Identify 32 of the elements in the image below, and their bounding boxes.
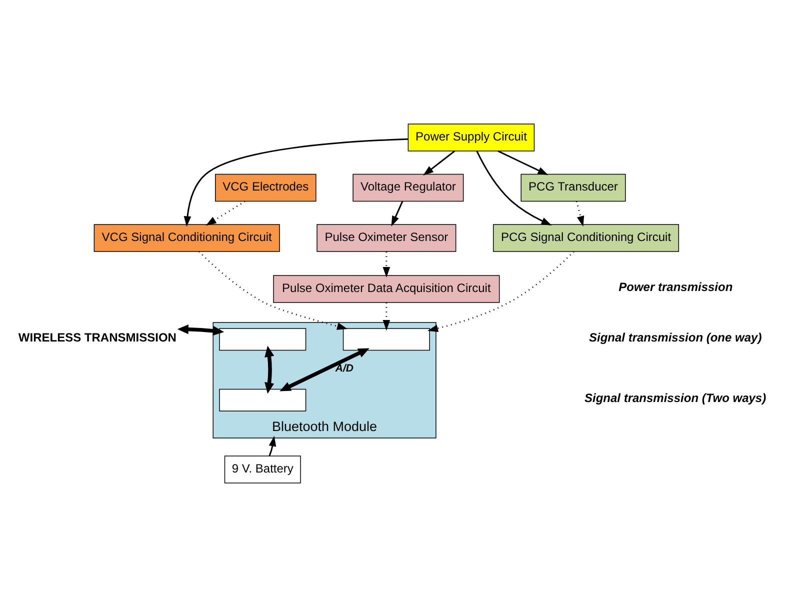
arrow <box>498 150 548 175</box>
node-box: Power Supply Circuit <box>408 123 535 151</box>
arrow <box>198 250 348 330</box>
node-box <box>219 328 306 350</box>
node-box: Pulse Oximeter Data Acquisition Circuit <box>273 274 500 302</box>
node-box: VCG Electrodes <box>215 173 316 202</box>
arrow <box>427 250 574 332</box>
edge-label: A/D <box>335 362 354 374</box>
node-box: Pulse Oximeter Sensor <box>316 224 456 252</box>
arrow <box>264 345 274 394</box>
arrow <box>268 435 276 456</box>
legend-label: Power transmission <box>618 280 733 294</box>
node-box: VCG Signal Conditioning Circuit <box>94 224 280 252</box>
node-box: PCG Transducer <box>520 173 626 202</box>
arrow <box>382 302 390 330</box>
node-text: WIRELESS TRANSMISSION <box>18 330 176 344</box>
arrow <box>423 150 456 176</box>
arrow <box>177 324 224 336</box>
legend-label: Signal transmission (Two ways) <box>584 390 766 405</box>
arrow <box>280 348 370 391</box>
arrow <box>391 200 404 226</box>
node-box: Voltage Regulator <box>352 173 464 202</box>
node-box: PCG Signal Conditioning Circuit <box>492 224 680 252</box>
arrow <box>206 200 246 226</box>
node-box <box>219 388 306 411</box>
legend-label: Signal transmission (one way) <box>589 330 762 344</box>
node-box: 9 V. Battery <box>224 455 301 483</box>
node-box <box>342 328 430 350</box>
arrow <box>382 251 390 277</box>
arrow <box>184 138 408 226</box>
arrow <box>476 150 552 225</box>
arrow <box>576 200 584 226</box>
